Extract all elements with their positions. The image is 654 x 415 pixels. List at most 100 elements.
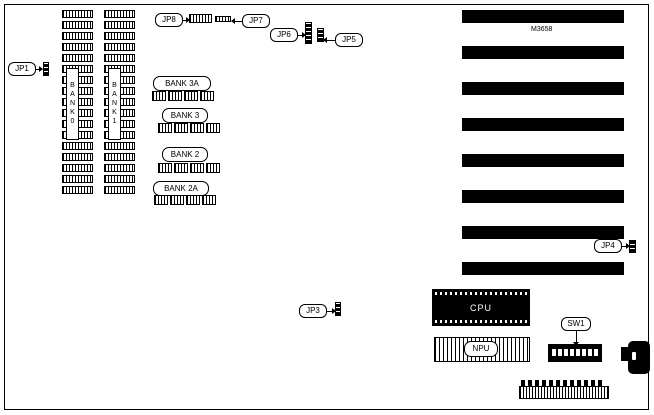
- bank-2-label: BANK 2: [162, 147, 208, 162]
- jp6-leader-line: [298, 35, 304, 36]
- jp7-label: JP7: [242, 14, 270, 28]
- jp4-arrow-icon: [626, 243, 630, 249]
- isa-slot: [462, 10, 624, 23]
- memory-chip: [62, 43, 93, 51]
- dram-chip: [174, 123, 188, 133]
- dip-switch-position: [582, 349, 586, 356]
- keyboard-connector: [628, 341, 650, 374]
- dip-switch-position: [570, 349, 574, 356]
- power-pin: [542, 380, 546, 386]
- jp1-jumper-block: [43, 62, 49, 76]
- jp6-arrow-icon: [302, 32, 306, 38]
- npu-label: NPU: [464, 341, 498, 357]
- dram-chip: [190, 123, 204, 133]
- jp3-arrow-icon: [332, 308, 336, 314]
- bank-3-label: BANK 3: [162, 108, 208, 123]
- memory-chip: [62, 21, 93, 29]
- isa-slot: [462, 226, 624, 239]
- memory-chip: [104, 186, 135, 194]
- bank-2a-label: BANK 2A: [153, 181, 209, 196]
- memory-chip: [62, 164, 93, 172]
- board-model-text: M3658: [531, 26, 553, 33]
- dip-switch-position: [552, 349, 556, 356]
- power-pin: [528, 380, 532, 386]
- power-pin: [570, 380, 574, 386]
- power-pin: [598, 380, 602, 386]
- memory-chip: [104, 32, 135, 40]
- power-pin: [563, 380, 567, 386]
- dram-chip: [158, 163, 172, 173]
- jp7-arrow-icon: [231, 18, 235, 24]
- jp8-label: JP8: [155, 13, 183, 27]
- dram-chip: [202, 195, 216, 205]
- jp4-leader-line: [622, 246, 628, 247]
- isa-slot: [462, 46, 624, 59]
- memory-chip: [104, 164, 135, 172]
- dip-switch-position: [588, 349, 592, 356]
- sw1-arrow-icon: [573, 342, 579, 346]
- isa-slot: [462, 154, 624, 167]
- jp8-arrow-icon: [186, 17, 190, 23]
- jp7-leader-line: [235, 21, 242, 22]
- dram-chip: [158, 123, 172, 133]
- memory-chip: [62, 153, 93, 161]
- power-pin: [577, 380, 581, 386]
- memory-chip: [104, 43, 135, 51]
- dip-switch-position: [594, 349, 598, 356]
- jp6-label: JP6: [270, 28, 298, 42]
- memory-chip: [104, 54, 135, 62]
- cpu-chip: CPU: [432, 289, 530, 326]
- jp5-jumper-block: [317, 28, 324, 42]
- jp4-label: JP4: [594, 239, 622, 253]
- jp5-leader-line: [327, 40, 335, 41]
- jp8-leader-line: [183, 20, 188, 21]
- dram-chip: [200, 91, 214, 101]
- dram-chip: [206, 123, 220, 133]
- dip-switch-position: [564, 349, 568, 356]
- dram-chip: [186, 195, 200, 205]
- memory-chip: [62, 10, 93, 18]
- jp5-arrow-icon: [323, 37, 327, 43]
- board-outline: [4, 4, 649, 410]
- keyboard-connector-notch: [632, 352, 636, 360]
- jp1-label: JP1: [8, 62, 36, 76]
- dram-chip: [190, 163, 204, 173]
- jp5-label: JP5: [335, 33, 363, 47]
- jp7-pin-header: [215, 16, 231, 22]
- power-pin: [584, 380, 588, 386]
- memory-chip: [62, 54, 93, 62]
- memory-chip: [104, 175, 135, 183]
- keyboard-connector-tab: [621, 347, 629, 361]
- dram-chip: [206, 163, 220, 173]
- dram-chip: [170, 195, 184, 205]
- dip-switch-position: [558, 349, 562, 356]
- isa-slot: [462, 190, 624, 203]
- power-pin: [521, 380, 525, 386]
- power-pin: [549, 380, 553, 386]
- jp1-arrow-icon: [39, 66, 43, 72]
- isa-slot: [462, 262, 624, 275]
- jp3-label: JP3: [299, 304, 327, 318]
- bank-3a-label: BANK 3A: [153, 76, 211, 91]
- dram-chip: [154, 195, 168, 205]
- jp6-jumper-block: [305, 22, 312, 44]
- jp4-jumper-block: [629, 240, 636, 253]
- memory-chip: [62, 32, 93, 40]
- dram-chip: [174, 163, 188, 173]
- jp3-leader-line: [327, 311, 334, 312]
- sw1-dip-switch: [548, 344, 602, 362]
- memory-chip: [104, 153, 135, 161]
- isa-slot: [462, 82, 624, 95]
- isa-slot: [462, 118, 624, 131]
- memory-chip: [104, 21, 135, 29]
- dram-chip: [168, 91, 182, 101]
- power-pin: [556, 380, 560, 386]
- power-pin: [591, 380, 595, 386]
- memory-chip: [104, 142, 135, 150]
- memory-chip: [62, 175, 93, 183]
- power-connector: [519, 386, 609, 399]
- memory-chip: [62, 142, 93, 150]
- bank1-label: BANK1: [108, 68, 121, 140]
- sw1-leader-line: [576, 331, 577, 344]
